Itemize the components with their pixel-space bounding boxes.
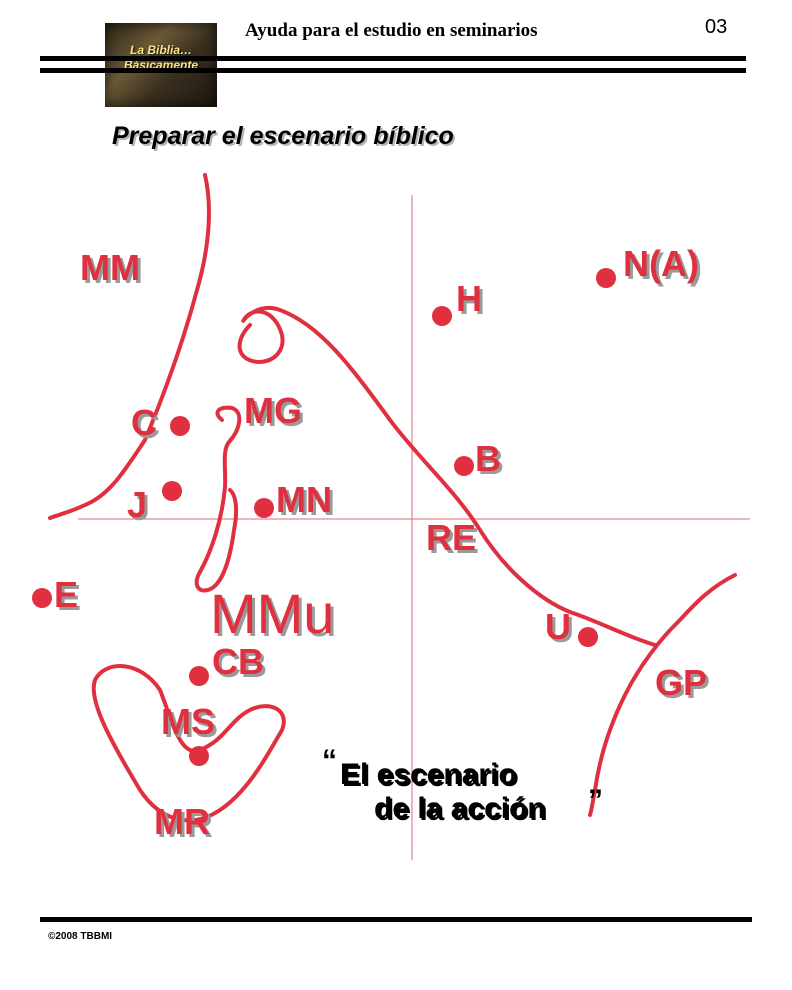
dot-c xyxy=(170,416,190,436)
dot-ms xyxy=(189,746,209,766)
label-j: J xyxy=(127,484,147,525)
dead-sea-path xyxy=(91,664,286,823)
label-shadow-u: U xyxy=(548,609,574,650)
label-shadow-h: H xyxy=(459,281,485,322)
label-mn: MN xyxy=(276,479,332,520)
label-b: B xyxy=(475,438,501,479)
label-cb: CB xyxy=(212,641,264,682)
label-re: RE xyxy=(426,517,476,558)
quote-line1: El escenario xyxy=(340,758,517,791)
label-c: C xyxy=(131,402,157,443)
dot-e xyxy=(32,588,52,608)
label-e: E xyxy=(54,574,78,615)
label-h: H xyxy=(456,278,482,319)
label-na: N(A) xyxy=(623,243,699,284)
quote-close-mark: ” xyxy=(588,784,603,817)
gulf-boundary-path xyxy=(588,573,737,817)
label-shadow-b: B xyxy=(478,441,504,482)
footer-rule xyxy=(40,917,752,922)
header-rule-bottom xyxy=(40,68,746,73)
dot-u xyxy=(578,627,598,647)
label-u: U xyxy=(545,606,571,647)
sea-of-galilee-path xyxy=(194,405,242,593)
label-mr: MR xyxy=(154,801,210,842)
label-ms: MS xyxy=(161,701,215,742)
page-number: 03 xyxy=(705,16,728,38)
quote-open-mark: “ xyxy=(322,744,337,777)
header-rule-top xyxy=(40,56,746,61)
quote-line2-shadow: de la acción xyxy=(376,794,548,827)
coastline-path xyxy=(48,173,211,520)
label-mmu: MMu xyxy=(210,582,334,645)
label-shadow-mg: MG xyxy=(247,393,305,434)
dot-cb xyxy=(189,666,209,686)
label-shadow-mr: MR xyxy=(157,804,213,845)
dot-mn xyxy=(254,498,274,518)
label-shadow-mm: MM xyxy=(83,250,143,291)
dot-j xyxy=(162,481,182,501)
label-shadow-c: C xyxy=(134,405,160,446)
label-shadow-mn: MN xyxy=(279,482,335,523)
header-title: Ayuda para el estudio en seminarios xyxy=(245,20,538,41)
label-gp: GP xyxy=(655,662,707,703)
jordan-river-path xyxy=(237,306,657,647)
label-mg: MG xyxy=(244,390,302,431)
label-shadow-j: J xyxy=(130,487,150,528)
label-shadow-e: E xyxy=(57,577,81,618)
label-mm: MM xyxy=(80,247,140,288)
dot-na xyxy=(596,268,616,288)
label-shadow-gp: GP xyxy=(658,665,710,706)
dot-h xyxy=(432,306,452,326)
label-shadow-re: RE xyxy=(429,520,479,561)
copyright: ©2008 TBBMI xyxy=(48,931,113,942)
quote-line1-shadow: El escenario xyxy=(342,760,519,793)
logo-text-line1: La Biblia… xyxy=(129,43,192,57)
quote-line2: de la acción xyxy=(374,792,546,825)
quote-block: “ El escenario El escenario de la acción… xyxy=(322,744,603,827)
dot-b xyxy=(454,456,474,476)
label-shadow-ms: MS xyxy=(164,704,218,745)
page-subtitle: Preparar el escenario bíblico xyxy=(112,122,454,150)
label-shadow-na: N(A) xyxy=(626,246,702,287)
label-shadow-cb: CB xyxy=(215,644,267,685)
label-shadow-mmu: MMu xyxy=(213,585,337,648)
logo: La Biblia… Básicamente xyxy=(105,23,217,107)
